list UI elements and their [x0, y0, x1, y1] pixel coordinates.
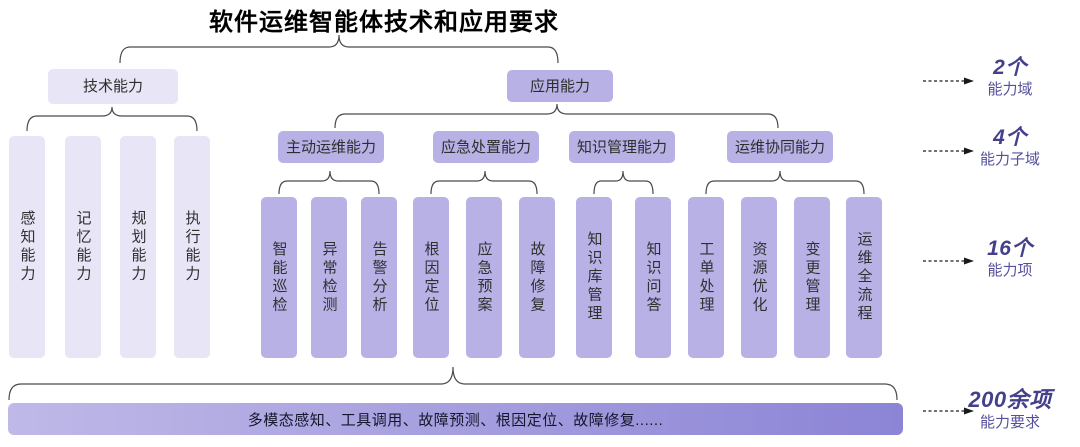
brace-subdomain-knowledge — [593, 170, 654, 195]
node-subdomain-proactive: 主动运维能力 — [278, 131, 384, 163]
bottom-summary-bar: 多模态感知、工具调用、故障预测、根因定位、故障修复...... — [8, 403, 903, 435]
node-label: 异常检测 — [320, 240, 338, 315]
annotation-label: 能力项 — [987, 262, 1033, 280]
node-capability-column: 资源优化 — [741, 197, 777, 358]
node-label: 智能巡检 — [270, 240, 288, 315]
node-capability-column: 工单处理 — [688, 197, 724, 358]
node-capability-column: 运维全流程 — [846, 197, 882, 358]
node-label: 告警分析 — [370, 240, 388, 315]
node-label: 知识管理能力 — [576, 138, 667, 156]
node-label: 变更管理 — [803, 240, 821, 315]
node-label: 应急处置能力 — [440, 138, 531, 156]
annotation-label: 能力域 — [987, 81, 1033, 99]
node-capability-column: 知识库管理 — [576, 197, 612, 358]
annotation-domains: 2个 能力域 — [950, 56, 1070, 99]
node-label: 应用能力 — [529, 77, 590, 95]
arrowhead-icon — [964, 147, 974, 155]
annotation-items: 16个 能力项 — [950, 237, 1070, 280]
node-capability-column: 根因定位 — [413, 197, 449, 358]
brace-root — [119, 34, 559, 64]
node-label: 运维全流程 — [855, 231, 873, 324]
node-label: 工单处理 — [697, 240, 715, 315]
annotation-label: 能力子域 — [979, 151, 1040, 169]
node-app-domain: 应用能力 — [507, 70, 613, 102]
node-subdomain-emergency: 应急处置能力 — [433, 131, 539, 163]
node-capability-column: 执行能力 — [174, 136, 210, 358]
arrowhead-icon — [964, 407, 974, 415]
node-label: 知识库管理 — [585, 231, 603, 324]
annotation-count: 200余项 — [968, 387, 1052, 412]
brace-subdomain-collaboration — [705, 170, 865, 195]
annotation-count: 16个 — [987, 237, 1033, 260]
node-capability-column: 变更管理 — [794, 197, 830, 358]
bottom-summary-text: 多模态感知、工具调用、故障预测、根因定位、故障修复...... — [247, 411, 664, 429]
annotation-count: 4个 — [993, 126, 1027, 149]
diagram-title: 软件运维智能体技术和应用要求 — [209, 9, 559, 36]
node-label: 执行能力 — [183, 210, 201, 284]
node-label: 技术能力 — [82, 78, 143, 95]
node-capability-column: 应急预案 — [466, 197, 502, 358]
arrowhead-icon — [964, 257, 974, 265]
node-capability-column: 异常检测 — [311, 197, 347, 358]
node-capability-column: 故障修复 — [519, 197, 555, 358]
node-capability-column: 记忆能力 — [65, 136, 101, 358]
node-label: 资源优化 — [750, 240, 768, 315]
node-capability-column: 智能巡检 — [261, 197, 297, 358]
brace-tech-domain — [26, 106, 198, 132]
node-label: 感知能力 — [18, 210, 36, 284]
node-capability-column: 知识问答 — [635, 197, 671, 358]
node-tech-domain: 技术能力 — [48, 69, 178, 104]
node-subdomain-knowledge: 知识管理能力 — [569, 131, 675, 163]
brace-app-domain — [334, 103, 779, 129]
node-capability-column: 感知能力 — [9, 136, 45, 358]
node-label: 主动运维能力 — [285, 138, 376, 156]
annotation-subdomains: 4个 能力子域 — [950, 126, 1070, 169]
arrowhead-icon — [964, 77, 974, 85]
brace-subdomain-proactive — [278, 170, 380, 195]
node-label: 规划能力 — [129, 210, 147, 284]
node-capability-column: 规划能力 — [120, 136, 156, 358]
node-label: 运维协同能力 — [734, 138, 825, 156]
annotation-label: 能力要求 — [979, 414, 1040, 432]
node-label: 故障修复 — [528, 240, 546, 315]
node-label: 记忆能力 — [74, 210, 92, 284]
node-label: 应急预案 — [475, 240, 493, 315]
node-label: 根因定位 — [422, 240, 440, 315]
node-label: 知识问答 — [644, 240, 662, 315]
annotation-requirements: 200余项 能力要求 — [950, 387, 1070, 432]
annotation-count: 2个 — [993, 56, 1027, 79]
node-capability-column: 告警分析 — [361, 197, 397, 358]
brace-subdomain-emergency — [430, 170, 538, 195]
brace-bottom-summary — [8, 366, 898, 401]
node-subdomain-collaboration: 运维协同能力 — [727, 131, 833, 163]
